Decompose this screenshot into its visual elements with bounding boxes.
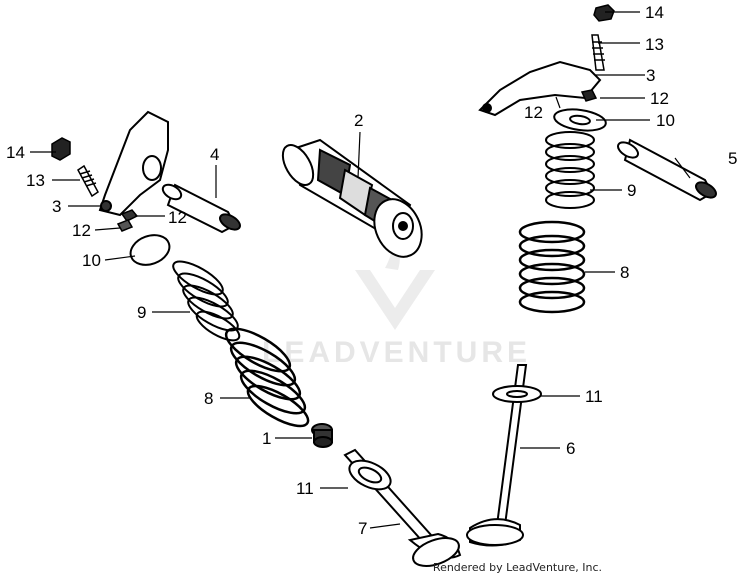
callout-12-right-b: 12 (524, 103, 543, 122)
callout-13-right: 13 (645, 35, 664, 54)
valve-cotter-intake[interactable] (345, 455, 395, 495)
watermark-text: LEADVENTURE (262, 336, 531, 369)
leadventure-watermark: LEADVENTURE (262, 238, 531, 369)
inner-spring-left[interactable] (169, 255, 244, 345)
callout-9-left: 9 (137, 303, 146, 322)
outer-spring-right[interactable] (518, 220, 586, 314)
credit-text: Rendered by LeadVenture, Inc. (432, 561, 602, 574)
callout-8-right: 8 (620, 263, 629, 282)
callout-10-right: 10 (656, 111, 675, 130)
pin-right-a[interactable] (580, 89, 598, 102)
callout-14-left: 14 (6, 143, 25, 162)
callout-6: 6 (566, 439, 575, 458)
callout-13-left: 13 (26, 171, 45, 190)
callout-1: 1 (262, 429, 271, 448)
valve-cotter-exhaust[interactable] (492, 385, 542, 403)
callout-12-left-b: 12 (72, 221, 91, 240)
callout-5: 5 (728, 149, 737, 168)
callout-7: 7 (358, 519, 367, 538)
rocker-shaft-right[interactable] (615, 138, 718, 202)
callout-labels: 2 4 5 14 13 3 12 12 10 9 8 14 13 3 12 12… (6, 3, 737, 538)
callout-8-left: 8 (204, 389, 213, 408)
callout-12-right-a: 12 (650, 89, 669, 108)
callout-14-right: 14 (645, 3, 664, 22)
adjusting-screw-right[interactable] (591, 34, 605, 71)
lock-nut-right[interactable] (593, 4, 615, 22)
callout-3-left: 3 (52, 197, 61, 216)
camshaft[interactable] (277, 138, 431, 265)
spring-retainer-left[interactable] (126, 230, 173, 270)
valve-stem-seal[interactable] (311, 423, 333, 448)
pin-left-b[interactable] (116, 219, 134, 232)
adjusting-screw-left[interactable] (77, 164, 99, 198)
callout-9-right: 9 (627, 181, 636, 200)
callout-11-right: 11 (585, 387, 603, 406)
lock-nut-left[interactable] (51, 137, 71, 161)
spring-retainer-right[interactable] (553, 106, 607, 133)
callout-4: 4 (210, 145, 219, 164)
callout-2: 2 (354, 111, 363, 130)
callout-12-left-a: 12 (168, 208, 187, 227)
rocker-shaft-left[interactable] (160, 182, 242, 234)
leader-lines (30, 11, 691, 529)
callout-3-right: 3 (646, 66, 655, 85)
callout-10-left: 10 (82, 251, 101, 270)
inner-spring-right[interactable] (545, 131, 595, 209)
callout-11-left: 11 (296, 479, 314, 498)
exhaust-valve[interactable] (466, 364, 528, 547)
rocker-arm-left[interactable] (98, 110, 169, 217)
outer-spring-left[interactable] (220, 321, 313, 434)
rocker-arm-right[interactable] (478, 60, 602, 117)
